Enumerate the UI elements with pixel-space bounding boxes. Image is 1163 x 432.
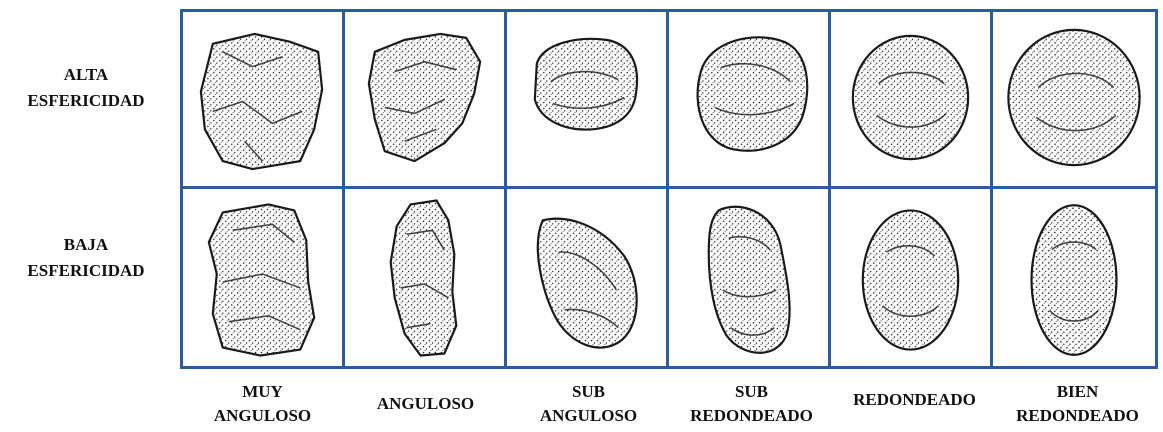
row-label-baja-esfericidad: BAJA ESFERICIDAD [0, 232, 172, 284]
row-label-line1: BAJA [0, 232, 172, 258]
col-label-bien-redondeado: BIEN REDONDEADO [996, 380, 1159, 428]
grain-drawing [345, 12, 504, 186]
col-label-redondeado: REDONDEADO [833, 388, 996, 412]
grain-drawing [669, 189, 828, 366]
grain-baja-sub-redondeado [669, 189, 831, 366]
grain-baja-sub-anguloso [507, 189, 669, 366]
col-label-line2: ANGULOSO [181, 404, 344, 428]
grain-alta-sub-anguloso [507, 12, 669, 189]
grain-drawing [831, 12, 990, 186]
grain-alta-bien-redondeado [993, 12, 1155, 189]
grain-alta-muy-anguloso [183, 12, 345, 189]
col-label-sub-anguloso: SUB ANGULOSO [507, 380, 670, 428]
col-label-line1: ANGULOSO [344, 392, 507, 416]
col-label-line1: MUY [181, 380, 344, 404]
grain-drawing [345, 189, 504, 366]
col-label-line2: REDONDEADO [996, 404, 1159, 428]
row-label-line1: ALTA [0, 62, 172, 88]
grain-baja-bien-redondeado [993, 189, 1155, 366]
col-label-anguloso: ANGULOSO [344, 392, 507, 416]
grain-drawing [183, 189, 342, 366]
col-label-line2: ANGULOSO [507, 404, 670, 428]
grain-drawing [507, 189, 666, 366]
col-label-sub-redondeado: SUB REDONDEADO [670, 380, 833, 428]
grain-drawing [183, 12, 342, 186]
grain-drawing [669, 12, 828, 186]
row-label-line2: ESFERICIDAD [0, 258, 172, 284]
row-label-line2: ESFERICIDAD [0, 88, 172, 114]
col-label-line2: REDONDEADO [670, 404, 833, 428]
col-label-line1: REDONDEADO [833, 388, 996, 412]
grain-alta-anguloso [345, 12, 507, 189]
grain-drawing [507, 12, 666, 186]
grain-drawing [993, 12, 1155, 186]
col-label-muy-anguloso: MUY ANGULOSO [181, 380, 344, 428]
row-label-alta-esfericidad: ALTA ESFERICIDAD [0, 62, 172, 114]
col-label-line1: SUB [670, 380, 833, 404]
col-label-line1: BIEN [996, 380, 1159, 404]
grain-grid [180, 9, 1158, 369]
grain-baja-anguloso [345, 189, 507, 366]
grain-baja-redondeado [831, 189, 993, 366]
grain-drawing [993, 189, 1155, 366]
col-label-line1: SUB [507, 380, 670, 404]
grain-alta-sub-redondeado [669, 12, 831, 189]
grain-drawing [831, 189, 990, 366]
grain-baja-muy-anguloso [183, 189, 345, 366]
grain-alta-redondeado [831, 12, 993, 189]
